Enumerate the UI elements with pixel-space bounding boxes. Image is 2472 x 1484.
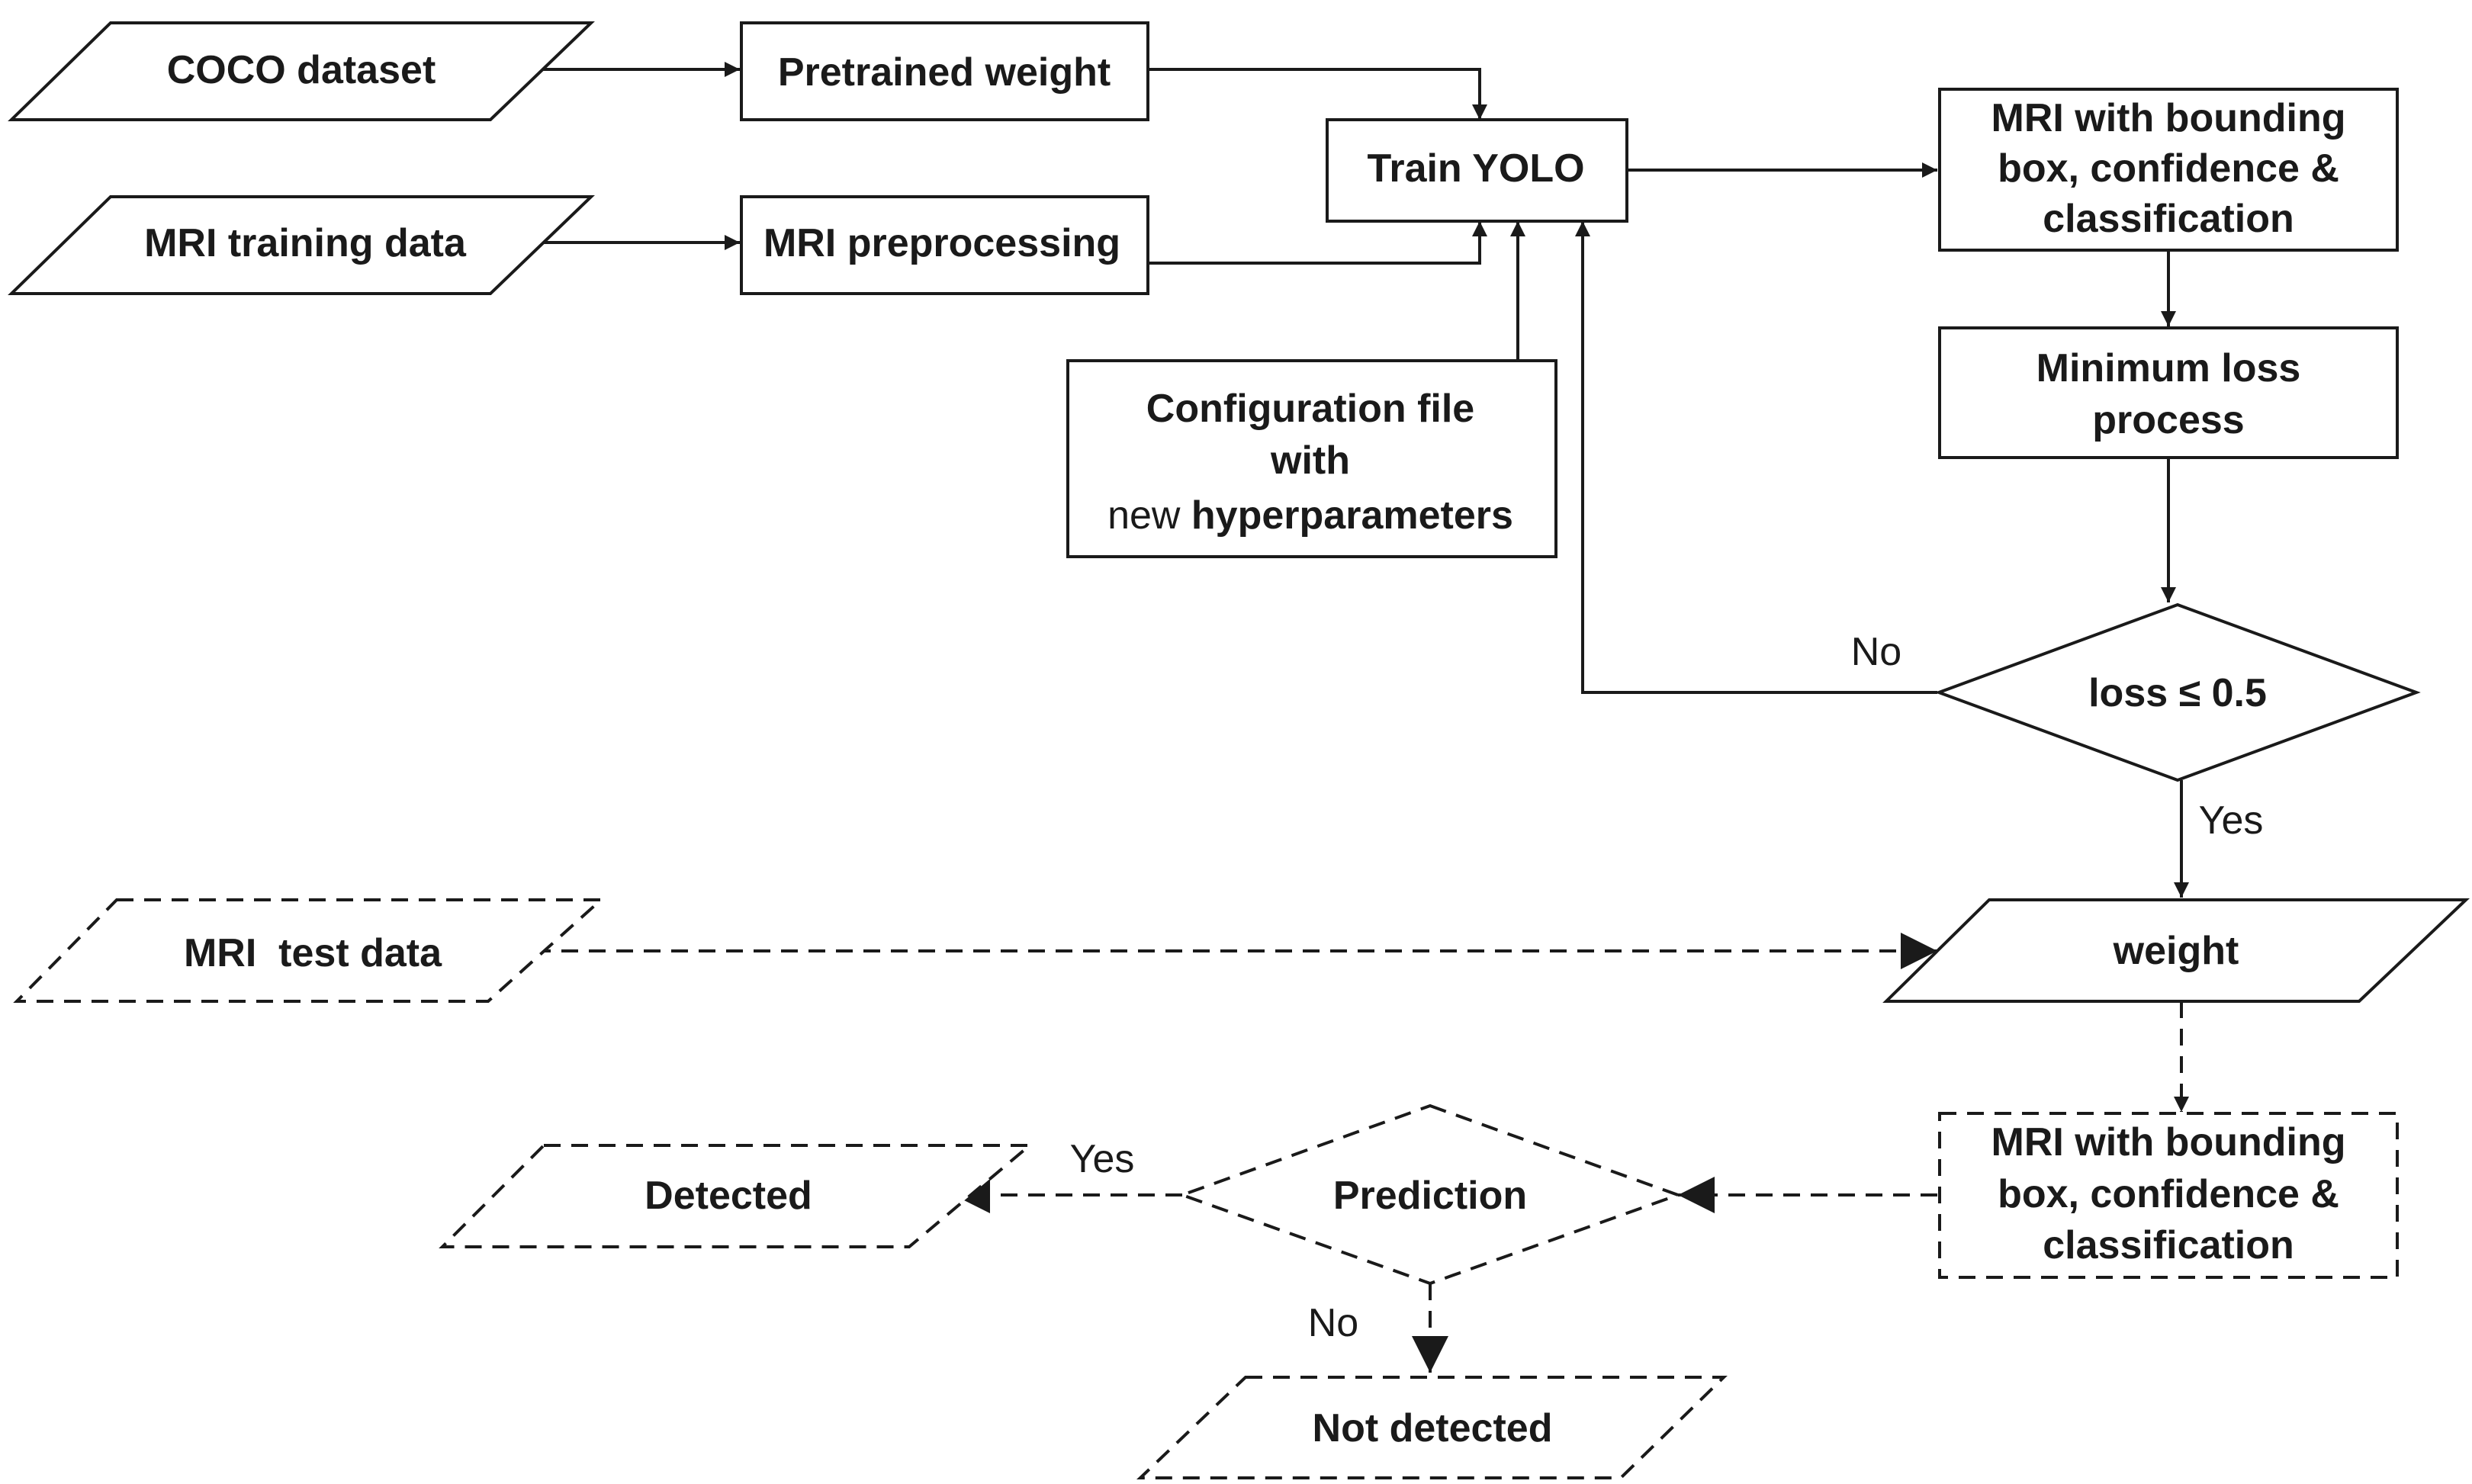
node-pretrained-weight: Pretrained weight	[740, 21, 1149, 121]
node-configuration-file-line2: with	[1270, 438, 1350, 483]
node-weight: weight	[1882, 898, 2470, 1003]
node-train-yolo-label: Train YOLO	[1367, 146, 1584, 191]
edge-pretrained-to-train	[1148, 68, 1487, 120]
node-mri-bounding-box-line1: MRI with bounding	[1991, 96, 2346, 140]
node-prediction-label: Prediction	[1333, 1174, 1527, 1218]
node-detected: Detected	[439, 1144, 1034, 1248]
node-coco-dataset-label: COCO dataset	[167, 48, 436, 92]
node-minimum-loss-process: Minimum loss process	[1938, 326, 2399, 459]
node-mri-bounding-box: MRI with bounding box, confidence & clas…	[1938, 88, 2399, 252]
edge-decision-no-loop	[1575, 221, 1937, 694]
edge-preprocessing-to-train	[1148, 221, 1487, 265]
edge-label-loss-no: No	[1851, 630, 1901, 674]
edge-label-prediction-yes: Yes	[1070, 1137, 1135, 1181]
node-mri-bounding-box-test-line3: classification	[2043, 1223, 2294, 1267]
node-weight-label: weight	[2113, 929, 2239, 973]
edge-label-prediction-no: No	[1308, 1301, 1358, 1345]
node-train-yolo: Train YOLO	[1326, 118, 1628, 223]
node-mri-bounding-box-line2: box, confidence &	[1998, 146, 2339, 191]
node-configuration-file-line3a: new	[1107, 493, 1181, 538]
node-mri-bounding-box-test-line2: box, confidence &	[1998, 1172, 2339, 1216]
node-mri-test-data-label: MRI test data	[184, 931, 442, 975]
node-mri-preprocessing-label: MRI preprocessing	[763, 221, 1120, 265]
node-mri-test-data: MRI test data	[13, 898, 606, 1003]
node-coco-dataset: COCO dataset	[8, 21, 595, 121]
node-mri-bounding-box-line3: classification	[2043, 197, 2294, 241]
node-not-detected-label: Not detected	[1313, 1406, 1553, 1450]
node-mri-training-data-label: MRI training data	[144, 221, 467, 265]
node-detected-label: Detected	[645, 1174, 812, 1218]
node-mri-preprocessing: MRI preprocessing	[740, 195, 1149, 295]
node-not-detected: Not detected	[1136, 1376, 1728, 1479]
node-mri-training-data: MRI training data	[8, 195, 595, 295]
node-minimum-loss-process-line1: Minimum loss	[2036, 346, 2301, 390]
node-configuration-file-line3b: hyperparameters	[1191, 493, 1513, 538]
node-mri-bounding-box-test-line1: MRI with bounding	[1991, 1120, 2346, 1164]
node-mri-bounding-box-test: MRI with bounding box, confidence & clas…	[1938, 1112, 2399, 1279]
node-pretrained-weight-label: Pretrained weight	[778, 50, 1111, 95]
node-prediction: Prediction	[1178, 1103, 1683, 1286]
node-configuration-file-line1: Configuration file	[1146, 387, 1474, 431]
node-loss-decision-label: loss ≤ 0.5	[2088, 671, 2267, 715]
node-loss-decision: loss ≤ 0.5	[1934, 602, 2421, 782]
svg-text:new hyperparameters: new hyperparameters	[1107, 493, 1513, 538]
node-configuration-file: Configuration file with new hyperparamet…	[1066, 359, 1557, 558]
node-minimum-loss-process-line2: process	[2092, 398, 2244, 442]
edge-label-loss-yes: Yes	[2199, 798, 2264, 843]
